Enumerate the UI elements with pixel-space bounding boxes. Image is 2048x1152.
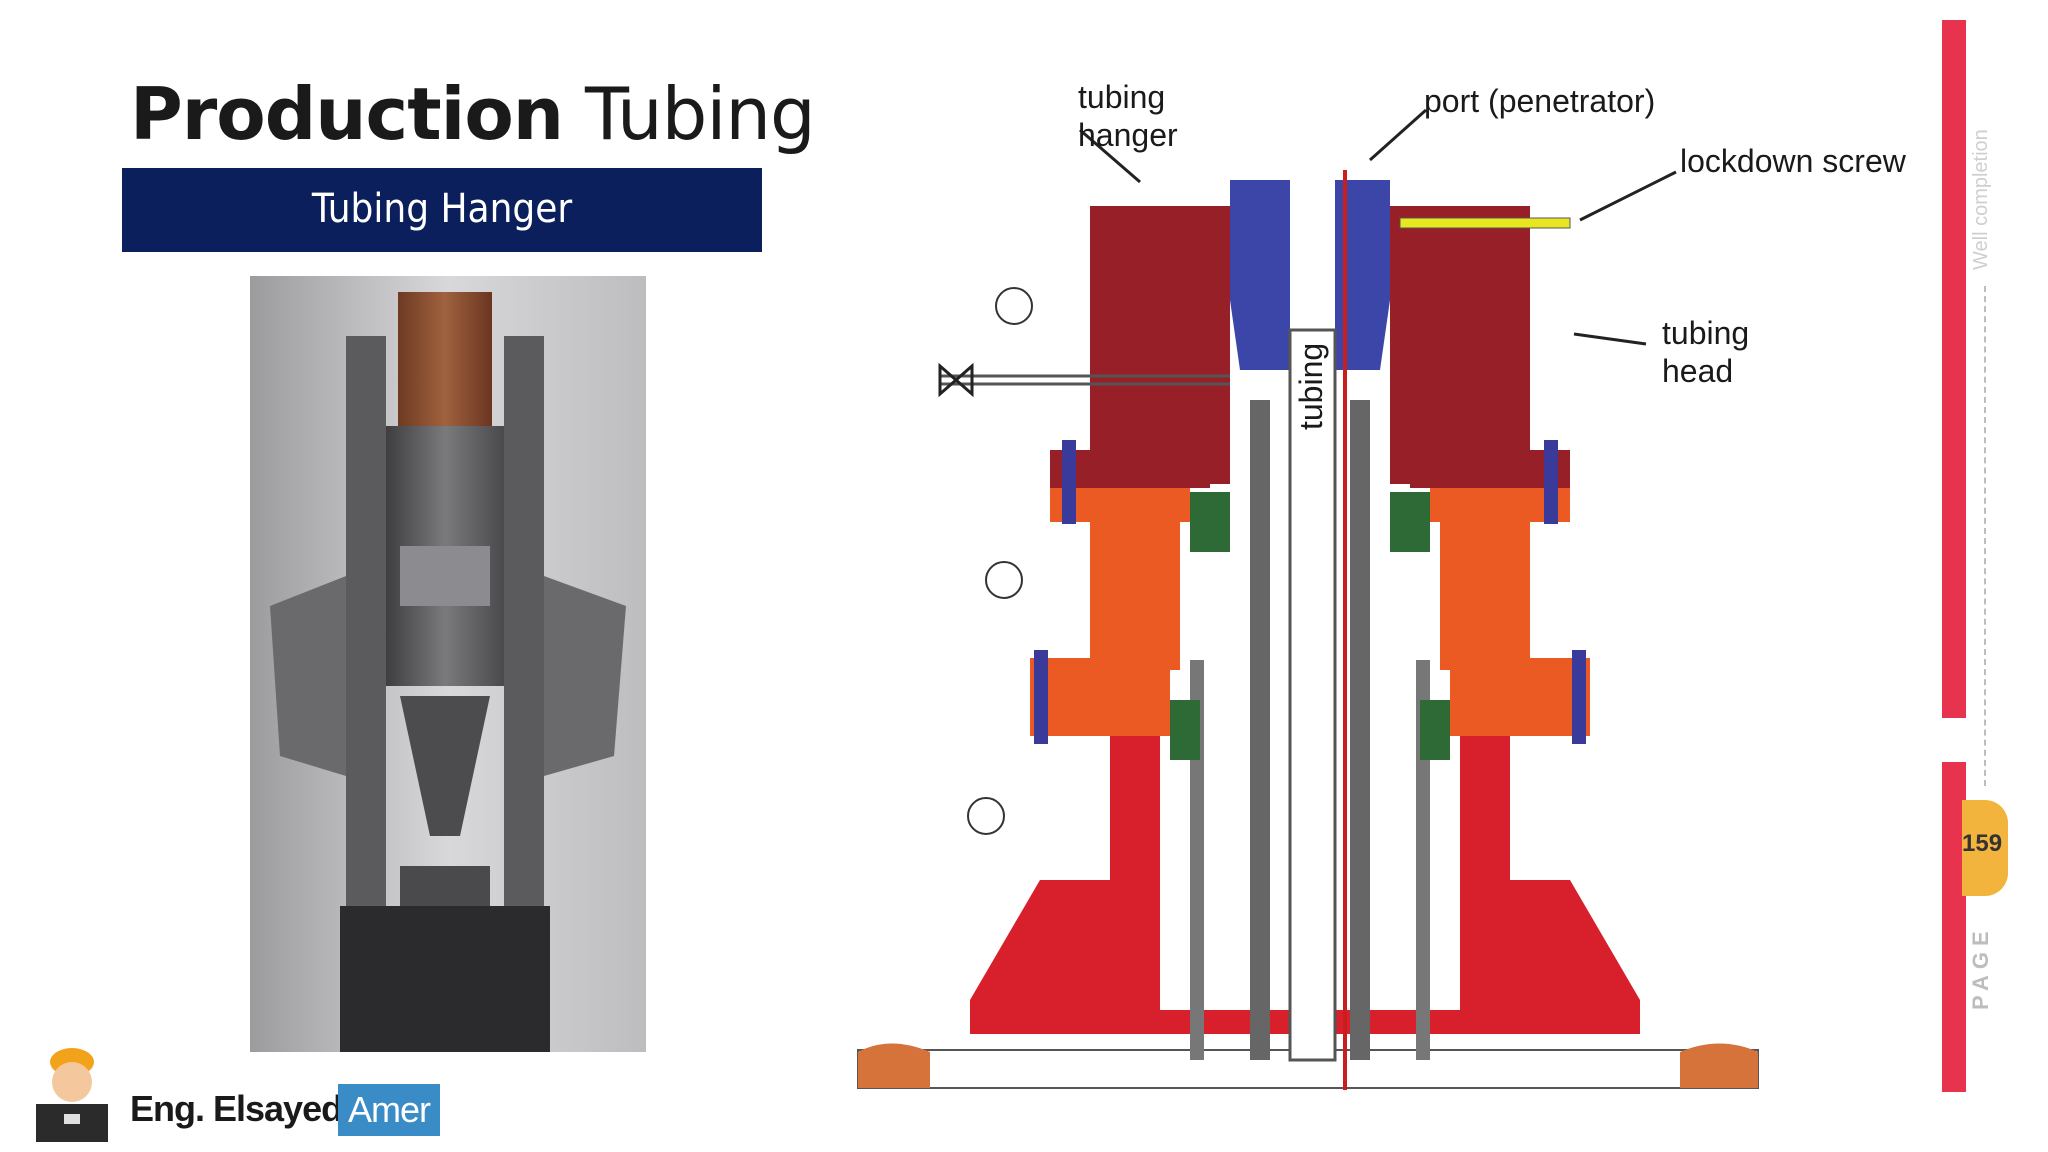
author-name: Eng. Elsayed — [130, 1088, 343, 1129]
label-tubing-center: tubing — [1293, 342, 1329, 430]
rail-divider — [1984, 286, 1986, 786]
page-badge — [1962, 800, 2008, 896]
section-label: Well completion — [1970, 129, 1992, 270]
engineer-avatar-icon — [36, 1048, 108, 1142]
label-tubing-head-2: head — [1662, 353, 1734, 389]
subtitle-text: Tubing Hanger — [311, 186, 573, 232]
title-bold: Production — [130, 72, 564, 156]
label-tubing-head-1: tubing — [1662, 315, 1750, 351]
wellhead-diagram — [857, 108, 1759, 1090]
subtitle-banner: Tubing Hanger — [122, 168, 762, 252]
tubing-hanger-photo — [250, 276, 646, 1052]
label-port: port (penetrator) — [1424, 83, 1656, 119]
page-number: 159 — [1962, 830, 2003, 857]
label-tubing-hanger: tubing hanger — [1078, 78, 1178, 154]
label-tubing-hanger-2: hanger — [1078, 117, 1178, 153]
slide-title: Production Tubing — [130, 72, 816, 156]
title-light: Tubing — [584, 72, 816, 156]
rail-top — [1942, 20, 1966, 718]
label-tubing-head: tubing head — [1662, 314, 1749, 390]
page-word: PAGE — [1968, 925, 1993, 1010]
label-tubing-hanger-1: tubing — [1078, 79, 1166, 115]
author-highlight: Amer — [338, 1084, 440, 1136]
label-lockdown-screw: lockdown screw — [1680, 143, 1906, 179]
